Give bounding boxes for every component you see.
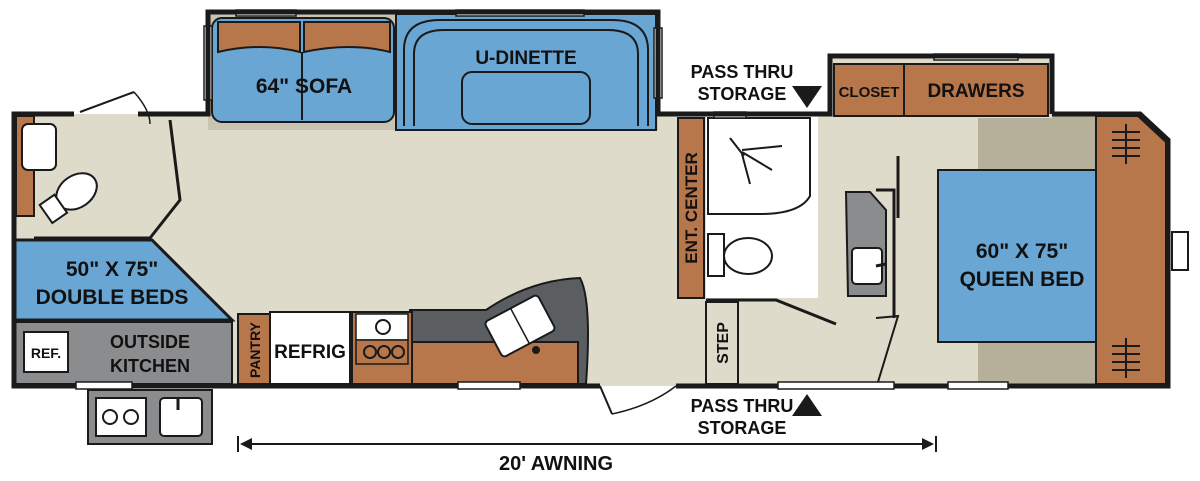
sink [21, 123, 57, 171]
closet [833, 63, 905, 117]
shower-head-icon [729, 137, 783, 185]
ref-small-label: REF. [31, 345, 61, 361]
step-label: STEP [715, 322, 732, 364]
arrow-right-icon [922, 438, 934, 450]
kitchen-sink [484, 294, 556, 358]
pass-thru-bottom-label-2: STORAGE [698, 418, 787, 438]
refrig-label: REFRIG [274, 342, 346, 363]
u-dinette: U-DINETTE [395, 13, 663, 131]
dinette-table [461, 71, 591, 125]
double-beds-size-label: 50" X 75" [66, 258, 158, 281]
bedroom-slideout: CLOSET DRAWERS [830, 53, 1052, 118]
kitchen-counter [411, 341, 579, 385]
pass-thru-bottom-label-1: PASS THRU [691, 396, 794, 416]
nightstand-top [1112, 124, 1140, 164]
step: STEP [705, 301, 739, 385]
living-slideout: 64" SOFA U-DINETTE [203, 9, 663, 131]
outside-sink [159, 397, 203, 437]
outside-kitchen-label-1: OUTSIDE [110, 332, 190, 352]
sofa: 64" SOFA [203, 17, 395, 123]
toilet [38, 172, 98, 225]
arrow-down-icon [792, 86, 822, 108]
nightstand-bottom [1112, 338, 1140, 378]
pantry-label: PANTRY [247, 321, 263, 378]
rear-window [1171, 231, 1189, 271]
rear-bathroom [706, 111, 900, 383]
ent-center-label: ENT. CENTER [682, 152, 701, 263]
pass-thru-storage-top: PASS THRU STORAGE [691, 62, 822, 108]
queen-bed-label: QUEEN BED [960, 268, 1085, 291]
drawers [903, 63, 1049, 117]
pass-thru-storage-bottom: PASS THRU STORAGE [691, 394, 822, 438]
outside-kitchen-label-2: KITCHEN [110, 356, 190, 376]
drawers-label: DRAWERS [927, 81, 1024, 102]
toilet [707, 233, 773, 277]
double-beds: 50" X 75" DOUBLE BEDS [12, 238, 236, 322]
pantry [237, 313, 271, 385]
pass-thru-top-label-2: STORAGE [698, 84, 787, 104]
kitchen: PANTRY REFRIG [237, 276, 589, 385]
arrow-left-icon [240, 438, 252, 450]
pass-thru-top-label-1: PASS THRU [691, 62, 794, 82]
shower [707, 117, 811, 215]
queen-bed-size-label: 60" X 75" [976, 240, 1068, 263]
awning-label: 20' AWNING [499, 453, 613, 475]
closet-label: CLOSET [839, 84, 900, 101]
dinette-label: U-DINETTE [475, 48, 576, 69]
double-beds-label: DOUBLE BEDS [36, 286, 189, 309]
entry-door [599, 385, 677, 415]
sofa-label: 64" SOFA [256, 75, 352, 98]
queen-bed: 60" X 75" QUEEN BED [937, 115, 1189, 385]
arrow-up-icon [792, 394, 822, 416]
awning-dimension: 20' AWNING [237, 436, 937, 475]
small-refrigerator [23, 331, 69, 373]
entertainment-center: ENT. CENTER [677, 117, 705, 299]
outside-kitchen: REF. OUTSIDE KITCHEN [13, 321, 233, 445]
